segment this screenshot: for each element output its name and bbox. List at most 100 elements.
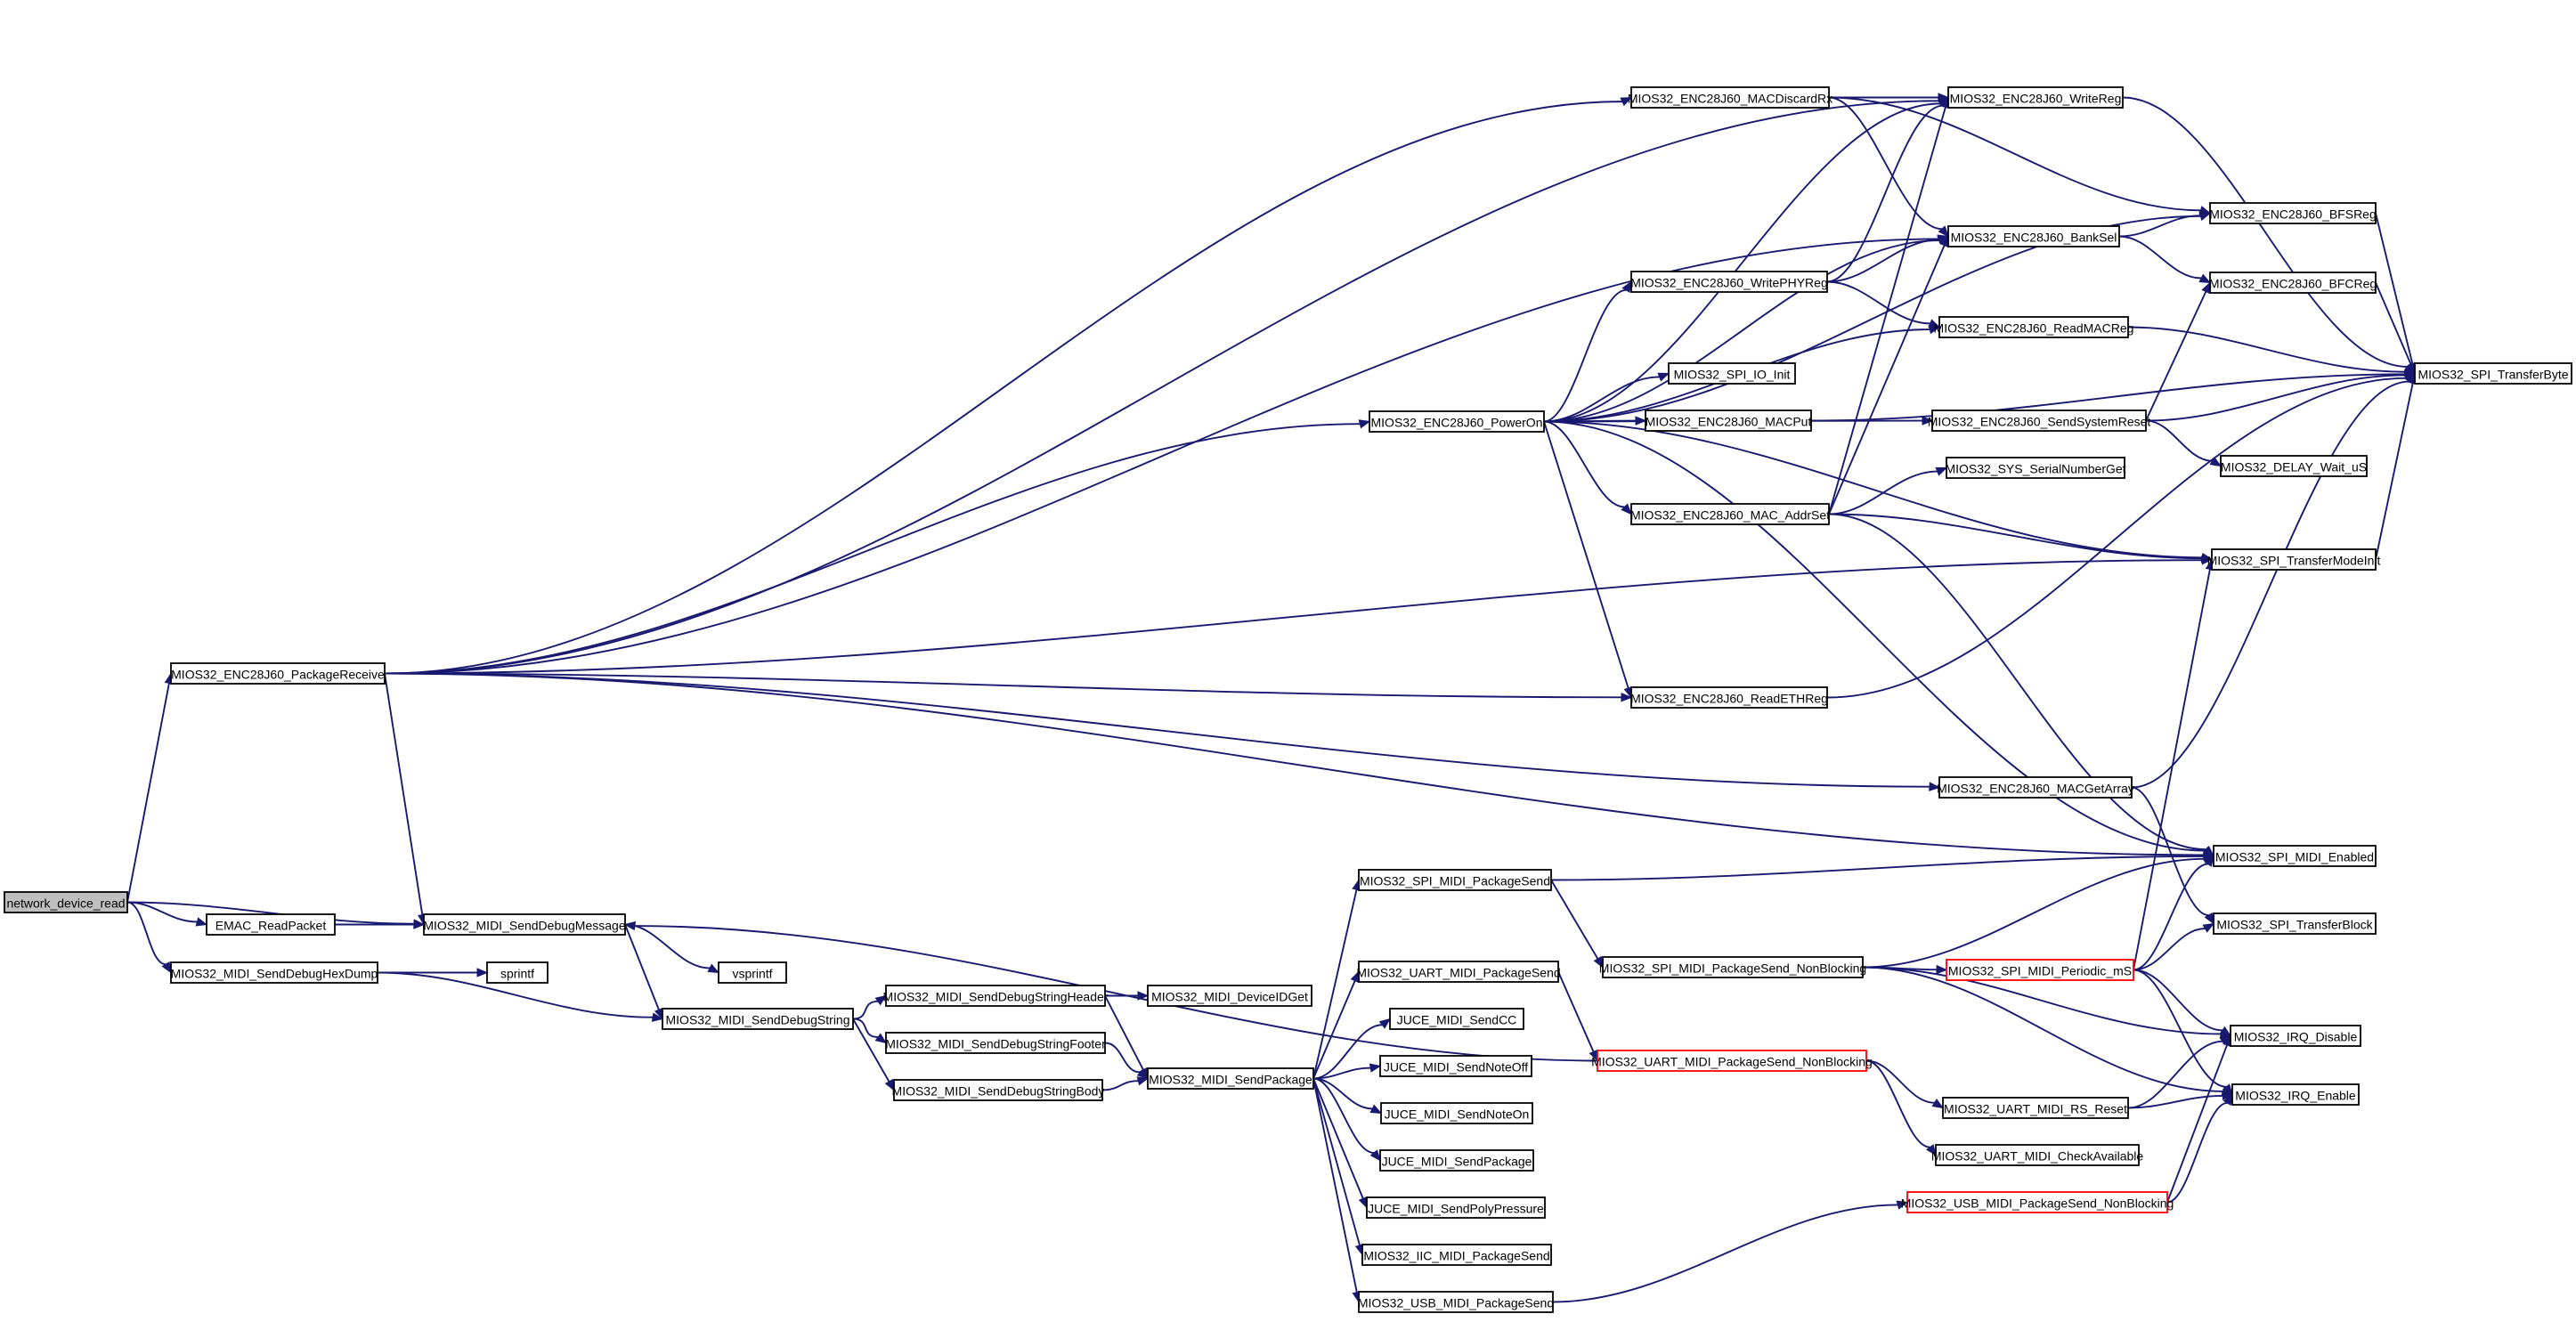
edge-MIOS32_ENC28J60_PowerOn-to-MIOS32_SPI_MIDI_Enabled bbox=[1543, 420, 2206, 852]
node-MIOS32_ENC28J60_MACPut[interactable]: MIOS32_ENC28J60_MACPut bbox=[1645, 410, 1812, 432]
node-label: MIOS32_UART_MIDI_CheckAvailable bbox=[1931, 1149, 2144, 1164]
node-MIOS32_USB_MIDI_PackageSend_NonBlocking[interactable]: MIOS32_USB_MIDI_PackageSend_NonBlocking bbox=[1901, 1191, 2174, 1213]
node-network_device_read[interactable]: network_device_read bbox=[4, 891, 128, 913]
node-box bbox=[1147, 985, 1312, 1007]
edge-MIOS32_ENC28J60_PackageReceive-to-MIOS32_MIDI_SendDebugMessage bbox=[384, 673, 424, 915]
node-MIOS32_ENC28J60_BFCReg[interactable]: MIOS32_ENC28J60_BFCReg bbox=[2209, 272, 2377, 294]
edge-MIOS32_UART_MIDI_RS_Reset-to-MIOS32_IRQ_Enable bbox=[2127, 1094, 2223, 1109]
node-EMAC_ReadPacket[interactable]: EMAC_ReadPacket bbox=[206, 913, 336, 936]
arrowhead-MIOS32_ENC28J60_MAC_AddrSet-to-MIOS32_SPI_TransferModeInit bbox=[2200, 553, 2214, 564]
arrowhead-MIOS32_UART_MIDI_PackageSend_NonBlocking-to-MIOS32_UART_MIDI_CheckAvailable bbox=[1925, 1144, 1937, 1156]
node-sprintf[interactable]: sprintf bbox=[486, 961, 549, 984]
node-JUCE_MIDI_SendNoteOn[interactable]: JUCE_MIDI_SendNoteOn bbox=[1380, 1102, 1533, 1124]
arrowhead-MIOS32_MIDI_SendPackage-to-JUCE_MIDI_SendCC bbox=[1378, 1018, 1392, 1029]
edge-MIOS32_MIDI_SendDebugMessage-to-vsprintf bbox=[624, 923, 711, 969]
node-MIOS32_ENC28J60_BFSReg[interactable]: MIOS32_ENC28J60_BFSReg bbox=[2209, 202, 2377, 224]
edge-MIOS32_MIDI_SendDebugStringBody-to-MIOS32_MIDI_SendPackage bbox=[1101, 1080, 1139, 1091]
node-MIOS32_DELAY_Wait_uS[interactable]: MIOS32_DELAY_Wait_uS bbox=[2220, 455, 2368, 477]
node-JUCE_MIDI_SendCC[interactable]: JUCE_MIDI_SendCC bbox=[1389, 1008, 1524, 1030]
node-MIOS32_UART_MIDI_PackageSend_NonBlocking[interactable]: MIOS32_UART_MIDI_PackageSend_NonBlocking bbox=[1591, 1050, 1873, 1072]
node-MIOS32_SPI_MIDI_Enabled[interactable]: MIOS32_SPI_MIDI_Enabled bbox=[2213, 845, 2377, 867]
node-MIOS32_IRQ_Enable[interactable]: MIOS32_IRQ_Enable bbox=[2231, 1083, 2360, 1106]
node-MIOS32_UART_MIDI_PackageSend[interactable]: MIOS32_UART_MIDI_PackageSend bbox=[1356, 961, 1561, 983]
edge-MIOS32_ENC28J60_BankSel-to-MIOS32_ENC28J60_BFSReg bbox=[2118, 215, 2201, 238]
node-box bbox=[4, 891, 128, 913]
node-box bbox=[1358, 1291, 1554, 1313]
node-MIOS32_ENC28J60_MAC_AddrSet[interactable]: MIOS32_ENC28J60_MAC_AddrSet bbox=[1630, 503, 1830, 525]
node-MIOS32_UART_MIDI_RS_Reset[interactable]: MIOS32_UART_MIDI_RS_Reset bbox=[1942, 1097, 2129, 1119]
node-label: JUCE_MIDI_SendPackage bbox=[1382, 1155, 1532, 1169]
node-MIOS32_ENC28J60_ReadETHReg[interactable]: MIOS32_ENC28J60_ReadETHReg bbox=[1630, 686, 1828, 709]
arrowhead-MIOS32_ENC28J60_PackageReceive-to-MIOS32_ENC28J60_PowerOn bbox=[1358, 419, 1371, 429]
node-MIOS32_ENC28J60_WritePHYReg[interactable]: MIOS32_ENC28J60_WritePHYReg bbox=[1630, 271, 1828, 293]
node-JUCE_MIDI_SendPolyPressure[interactable]: JUCE_MIDI_SendPolyPressure bbox=[1366, 1196, 1546, 1219]
node-JUCE_MIDI_SendPackage[interactable]: JUCE_MIDI_SendPackage bbox=[1379, 1149, 1534, 1172]
node-MIOS32_SPI_TransferBlock[interactable]: MIOS32_SPI_TransferBlock bbox=[2213, 912, 2377, 935]
node-box bbox=[486, 961, 549, 984]
node-MIOS32_SPI_IO_Init[interactable]: MIOS32_SPI_IO_Init bbox=[1668, 362, 1796, 385]
node-MIOS32_ENC28J60_PowerOn[interactable]: MIOS32_ENC28J60_PowerOn bbox=[1369, 410, 1545, 433]
edge-MIOS32_SPI_MIDI_Periodic_mS-to-MIOS32_SPI_MIDI_Enabled bbox=[2133, 863, 2208, 971]
edge-MIOS32_MIDI_SendPackage-to-MIOS32_SPI_MIDI_PackageSend bbox=[1312, 889, 1358, 1079]
node-MIOS32_MIDI_SendDebugMessage[interactable]: MIOS32_MIDI_SendDebugMessage bbox=[423, 913, 626, 936]
node-box bbox=[1389, 1008, 1524, 1030]
edge-MIOS32_ENC28J60_PackageReceive-to-MIOS32_ENC28J60_WriteReg bbox=[384, 100, 1939, 675]
arrowhead-MIOS32_ENC28J60_PackageReceive-to-MIOS32_ENC28J60_MACGetArray bbox=[1929, 782, 1941, 791]
node-MIOS32_MIDI_SendPackage[interactable]: MIOS32_MIDI_SendPackage bbox=[1147, 1067, 1314, 1090]
node-MIOS32_SPI_TransferByte[interactable]: MIOS32_SPI_TransferByte bbox=[2414, 362, 2572, 385]
node-MIOS32_MIDI_SendDebugStringBody[interactable]: MIOS32_MIDI_SendDebugStringBody bbox=[892, 1079, 1105, 1101]
node-MIOS32_SPI_MIDI_Periodic_mS[interactable]: MIOS32_SPI_MIDI_Periodic_mS bbox=[1946, 959, 2134, 981]
node-MIOS32_IIC_MIDI_PackageSend[interactable]: MIOS32_IIC_MIDI_PackageSend bbox=[1361, 1244, 1552, 1266]
node-JUCE_MIDI_SendNoteOff[interactable]: JUCE_MIDI_SendNoteOff bbox=[1379, 1055, 1532, 1077]
node-box bbox=[206, 913, 336, 936]
arrowhead-MIOS32_MIDI_SendPackage-to-JUCE_MIDI_SendNoteOn bbox=[1369, 1104, 1383, 1115]
edge-MIOS32_ENC28J60_PackageReceive-to-MIOS32_SPI_MIDI_Enabled bbox=[384, 672, 2205, 856]
node-label: MIOS32_ENC28J60_ReadMACReg bbox=[1934, 321, 2134, 336]
arrowhead-MIOS32_UART_MIDI_PackageSend_NonBlocking-to-MIOS32_UART_MIDI_RS_Reset bbox=[1931, 1099, 1945, 1109]
node-MIOS32_ENC28J60_BankSel[interactable]: MIOS32_ENC28J60_BankSel bbox=[1947, 225, 2120, 247]
node-box bbox=[1369, 410, 1545, 433]
node-MIOS32_ENC28J60_MACDiscardRx[interactable]: MIOS32_ENC28J60_MACDiscardRx bbox=[1628, 86, 1832, 109]
node-MIOS32_ENC28J60_MACGetArray[interactable]: MIOS32_ENC28J60_MACGetArray bbox=[1937, 776, 2134, 799]
node-label: MIOS32_SPI_TransferModeInit bbox=[2207, 554, 2381, 568]
edge-MIOS32_UART_MIDI_PackageSend_NonBlocking-to-MIOS32_UART_MIDI_RS_Reset bbox=[1865, 1059, 1935, 1104]
node-MIOS32_ENC28J60_ReadMACReg[interactable]: MIOS32_ENC28J60_ReadMACReg bbox=[1934, 316, 2134, 338]
node-MIOS32_SPI_TransferModeInit[interactable]: MIOS32_SPI_TransferModeInit bbox=[2207, 548, 2381, 571]
node-MIOS32_UART_MIDI_CheckAvailable[interactable]: MIOS32_UART_MIDI_CheckAvailable bbox=[1931, 1144, 2144, 1166]
node-label: MIOS32_SPI_MIDI_PackageSend bbox=[1360, 874, 1550, 888]
node-MIOS32_MIDI_DeviceIDGet[interactable]: MIOS32_MIDI_DeviceIDGet bbox=[1147, 985, 1312, 1007]
edge-MIOS32_USB_MIDI_PackageSend_NonBlocking-to-MIOS32_IRQ_Enable bbox=[2166, 1101, 2228, 1204]
node-MIOS32_SPI_MIDI_PackageSend[interactable]: MIOS32_SPI_MIDI_PackageSend bbox=[1358, 869, 1552, 891]
node-box bbox=[1630, 86, 1830, 109]
node-box bbox=[1630, 503, 1830, 525]
node-MIOS32_MIDI_SendDebugStringHeader[interactable]: MIOS32_MIDI_SendDebugStringHeader bbox=[883, 985, 1109, 1007]
node-label: MIOS32_IRQ_Enable bbox=[2235, 1089, 2356, 1103]
edge-MIOS32_SPI_MIDI_PackageSend_NonBlocking-to-MIOS32_SPI_MIDI_Enabled bbox=[1862, 857, 2205, 969]
node-MIOS32_MIDI_SendDebugString[interactable]: MIOS32_MIDI_SendDebugString bbox=[662, 1008, 854, 1030]
node-label: MIOS32_MIDI_SendDebugMessage bbox=[423, 919, 625, 933]
arrowhead-MIOS32_SPI_MIDI_Periodic_mS-to-MIOS32_IRQ_Enable bbox=[2222, 1083, 2233, 1096]
node-label: MIOS32_UART_MIDI_PackageSend bbox=[1356, 966, 1560, 980]
edge-MIOS32_UART_MIDI_RS_Reset-to-MIOS32_IRQ_Disable bbox=[2127, 1040, 2223, 1109]
edge-MIOS32_ENC28J60_PackageReceive-to-MIOS32_SPI_TransferModeInit bbox=[384, 559, 2203, 675]
node-MIOS32_ENC28J60_SendSystemReset[interactable]: MIOS32_ENC28J60_SendSystemReset bbox=[1928, 410, 2151, 432]
node-label: network_device_read bbox=[6, 896, 125, 911]
node-MIOS32_MIDI_SendDebugStringFooter[interactable]: MIOS32_MIDI_SendDebugStringFooter bbox=[885, 1032, 1106, 1054]
node-MIOS32_USB_MIDI_PackageSend[interactable]: MIOS32_USB_MIDI_PackageSend bbox=[1358, 1291, 1554, 1313]
node-MIOS32_IRQ_Disable[interactable]: MIOS32_IRQ_Disable bbox=[2230, 1025, 2361, 1047]
node-MIOS32_ENC28J60_PackageReceive[interactable]: MIOS32_ENC28J60_PackageReceive bbox=[170, 662, 386, 685]
node-MIOS32_ENC28J60_WriteReg[interactable]: MIOS32_ENC28J60_WriteReg bbox=[1947, 86, 2124, 109]
node-MIOS32_SPI_MIDI_PackageSend_NonBlocking[interactable]: MIOS32_SPI_MIDI_PackageSend_NonBlocking bbox=[1599, 956, 1866, 978]
node-MIOS32_SYS_SerialNumberGet[interactable]: MIOS32_SYS_SerialNumberGet bbox=[1945, 457, 2126, 479]
node-vsprintf[interactable]: vsprintf bbox=[718, 961, 787, 984]
node-box bbox=[2230, 1025, 2361, 1047]
node-MIOS32_MIDI_SendDebugHexDump[interactable]: MIOS32_MIDI_SendDebugHexDump bbox=[170, 961, 378, 984]
node-box bbox=[1630, 271, 1828, 293]
arrowhead-MIOS32_MIDI_SendPackage-to-JUCE_MIDI_SendPolyPressure bbox=[1358, 1196, 1368, 1209]
node-box bbox=[1379, 1055, 1532, 1077]
arrowhead-MIOS32_MIDI_SendDebugString-to-MIOS32_MIDI_SendDebugStringHeader bbox=[874, 994, 888, 1006]
edge-MIOS32_ENC28J60_BankSel-to-MIOS32_ENC28J60_BFCReg bbox=[2118, 235, 2202, 280]
nodes-layer: network_device_readEMAC_ReadPacketMIOS32… bbox=[4, 86, 2572, 1313]
edge-MIOS32_MIDI_SendDebugString-to-MIOS32_MIDI_SendDebugStringHeader bbox=[852, 1000, 879, 1020]
edge-MIOS32_USB_MIDI_PackageSend_NonBlocking-to-MIOS32_IRQ_Disable bbox=[2166, 1044, 2228, 1203]
